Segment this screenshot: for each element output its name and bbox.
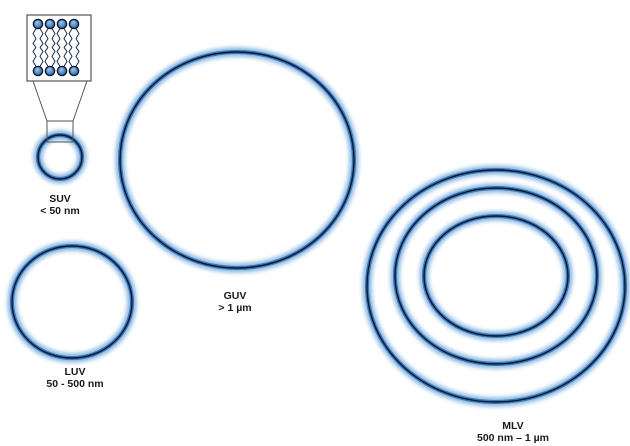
mlv-name: MLV — [453, 420, 573, 432]
guv-label: GUV > 1 µm — [175, 290, 295, 314]
guv-size: > 1 µm — [175, 302, 295, 314]
lipid-head — [45, 66, 54, 75]
zoom-line-right — [73, 81, 87, 121]
luv-label: LUV 50 - 500 nm — [15, 366, 135, 390]
suv-size: < 50 nm — [0, 205, 120, 217]
luv-size: 50 - 500 nm — [15, 378, 135, 390]
luv-membrane-line — [12, 246, 132, 358]
lipid-head — [45, 19, 54, 28]
lipid-head — [57, 66, 66, 75]
lipid-head — [69, 66, 78, 75]
guv-membrane-core — [120, 52, 354, 268]
mlv-inner-membrane-line — [424, 216, 568, 336]
zoom-line-left — [33, 81, 47, 121]
guv-name: GUV — [175, 290, 295, 302]
guv-vesicle — [120, 52, 354, 268]
bilayer-inset — [27, 15, 91, 81]
mlv-size: 500 nm – 1 µm — [453, 432, 573, 444]
luv-vesicle — [12, 246, 132, 358]
mlv-label: MLV 500 nm – 1 µm — [453, 420, 573, 444]
luv-name: LUV — [15, 366, 135, 378]
suv-name: SUV — [0, 193, 120, 205]
mlv-vesicle — [367, 170, 625, 402]
lipid-head — [33, 66, 42, 75]
suv-label: SUV < 50 nm — [0, 193, 120, 217]
lipid-head — [69, 19, 78, 28]
lipid-head — [57, 19, 66, 28]
lipid-head — [33, 19, 42, 28]
